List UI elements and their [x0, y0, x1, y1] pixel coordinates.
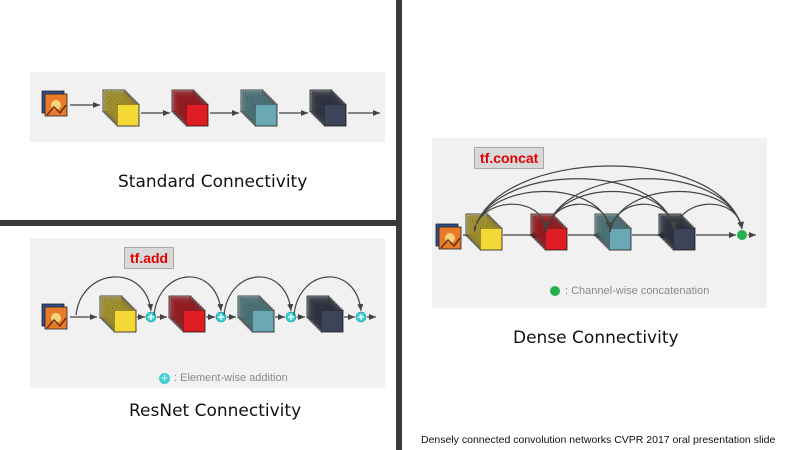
standard-red-block	[171, 89, 209, 127]
dense-yellow-block	[465, 213, 503, 251]
resnet-navy-block	[306, 295, 344, 333]
addition-node	[355, 311, 367, 323]
resnet-op-tag: tf.add	[124, 247, 175, 269]
standard-connectivity-caption: Standard Connectivity	[118, 172, 308, 192]
resnet-red-block	[168, 295, 206, 333]
resnet-teal-block	[237, 295, 275, 333]
resnet-legend-text: : Element-wise addition	[174, 372, 288, 384]
horizontal-divider	[0, 220, 398, 226]
concatenation-node	[737, 230, 747, 240]
dense-diagram	[435, 165, 756, 251]
skip-connection-arrow	[153, 276, 224, 316]
dense-connectivity-caption: Dense Connectivity	[513, 328, 679, 348]
resnet-yellow-block	[99, 295, 137, 333]
input-image-icon	[435, 223, 462, 250]
resnet-diagram	[41, 276, 376, 333]
source-footnote: Densely connected convolution networks C…	[421, 434, 776, 446]
input-image-icon	[41, 303, 68, 330]
dense-teal-block	[594, 213, 632, 251]
standard-navy-block	[309, 89, 347, 127]
concatenation-node-icon	[550, 286, 560, 296]
skip-connection-arrow	[75, 276, 154, 316]
dense-red-block	[530, 213, 568, 251]
dense-legend-text: : Channel-wise concatenation	[565, 285, 710, 297]
standard-teal-block	[240, 89, 278, 127]
dense-navy-block	[658, 213, 696, 251]
standard-diagram	[41, 89, 380, 127]
element-wise-addition-icon: +	[159, 373, 170, 384]
resnet-connectivity-caption: ResNet Connectivity	[129, 401, 302, 421]
vertical-divider	[396, 0, 402, 450]
skip-connection-arrow	[293, 276, 364, 316]
dense-skip-arrow	[473, 165, 744, 233]
dense-skip-arrow	[545, 178, 744, 233]
input-image-icon	[41, 90, 68, 117]
skip-connection-arrow	[223, 276, 294, 316]
standard-yellow-block	[102, 89, 140, 127]
dense-skip-arrow	[673, 203, 744, 233]
dense-op-tag: tf.concat	[474, 147, 545, 169]
